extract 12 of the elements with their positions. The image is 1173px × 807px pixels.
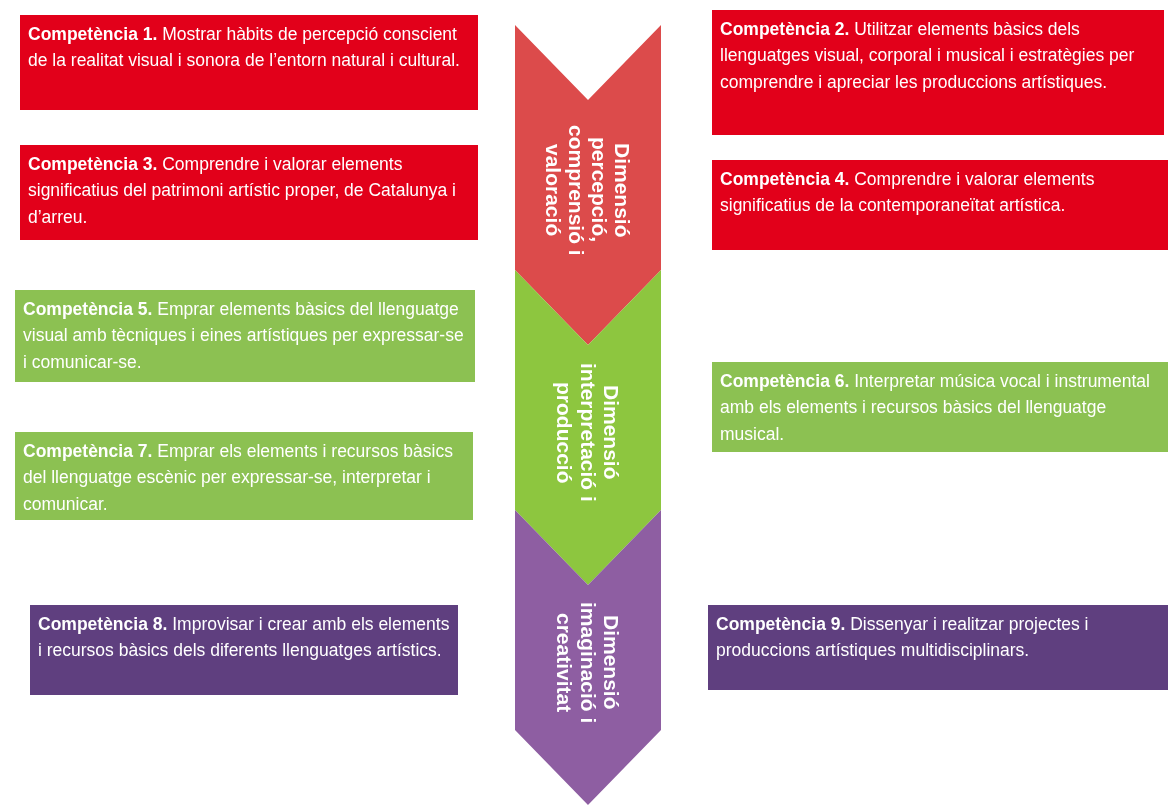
competence-card: Competència 8. Improvisar i crear amb els elements i recursos bàsics dels diferents llenguatges artístics.	[30, 605, 458, 695]
competence-card: Competència 1. Mostrar hàbits de percepció conscient de la realitat visual i sonora de l’entorn natural i cultural.	[20, 15, 478, 110]
competence-card: Competència 6. Interpretar música vocal i instrumental amb els elements i recursos bàsics del llenguatge musical.	[712, 362, 1168, 452]
dimension-title: Dimensió imaginació i creativitat	[552, 600, 624, 726]
competence-card: Competència 5. Emprar elements bàsics del llenguatge visual amb tècniques i eines artístiques per expressar-se i comunicar-se.	[15, 290, 475, 382]
competence-card: Competència 7. Emprar els elements i recursos bàsics del llenguatge escènic per expressar-se, interpretar i comunicar.	[15, 432, 473, 520]
competence-card: Competència 2. Utilitzar elements bàsics dels llenguatges visual, corporal i musical i estratègies per comprendre i apreciar les produccions artístiques.	[712, 10, 1164, 135]
competence-card: Competència 4. Comprendre i valorar elements significatius de la contemporaneïtat artística.	[712, 160, 1168, 250]
competence-card: Competència 3. Comprendre i valorar elements significatius del patrimoni artístic proper, de Catalunya i d’arreu.	[20, 145, 478, 240]
dimension-title: Dimensió interpretació i producció	[552, 362, 624, 504]
dimension-title: Dimensió percepció, comprensió i valoració	[540, 123, 636, 258]
competence-card: Competència 9. Dissenyar i realitzar projectes i produccions artístiques multidisciplinars.	[708, 605, 1168, 690]
